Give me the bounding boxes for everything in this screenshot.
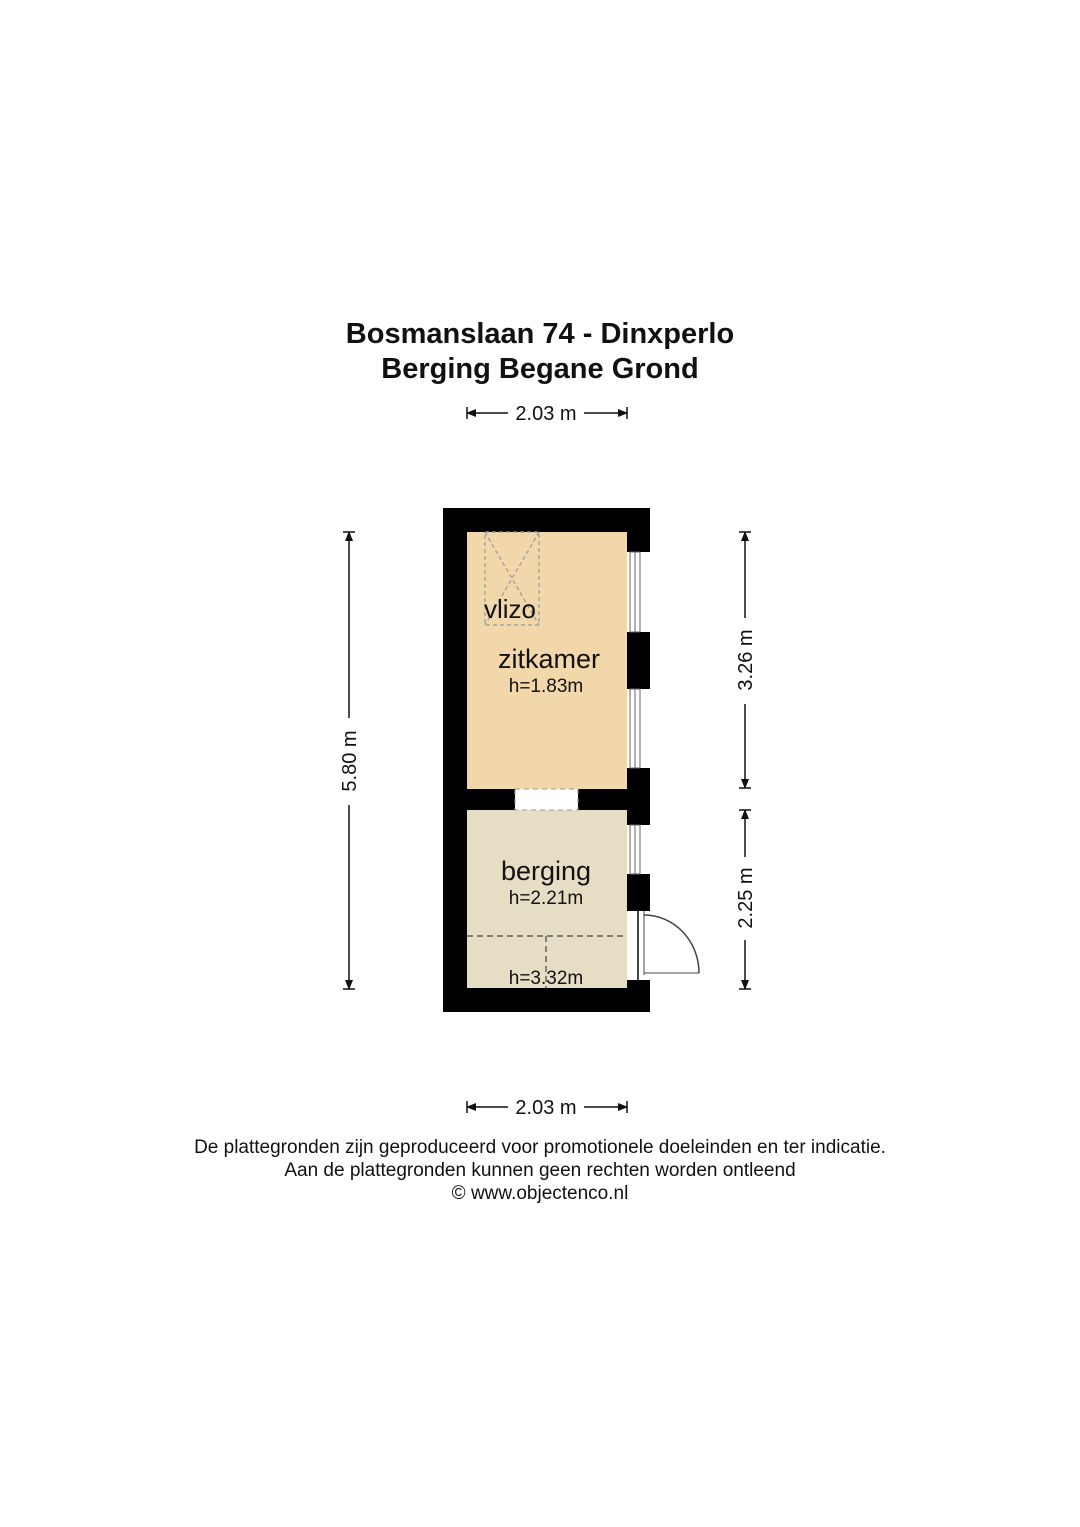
vlizo-label: vlizo [484, 594, 536, 624]
interior-doorway [514, 788, 579, 811]
copyright-link[interactable]: © www.objectenco.nl [451, 1183, 629, 1204]
vlizo-hatch [484, 531, 540, 626]
dimension-left-height: 5.80 m [339, 531, 361, 990]
dimension-right-upper: 3.26 m [735, 531, 757, 789]
exterior-door [627, 911, 700, 980]
dimension-bottom-width: 2.03 m [466, 1097, 628, 1119]
walls [443, 508, 650, 1012]
dimension-top-width: 2.03 m [466, 403, 628, 425]
disclaimer-line-2: Aan de plattegronden kunnen geen rechten… [284, 1160, 796, 1181]
berging-height-low: h=3.32m [509, 968, 583, 989]
windows [629, 551, 641, 875]
plan-title: Bosmanslaan 74 - Dinxperlo [345, 318, 735, 350]
dimension-bottom-label: 2.03 m [515, 1097, 576, 1119]
room-zitkamer [467, 532, 627, 789]
ceiling-height-line [467, 935, 624, 988]
dimension-right-upper-label: 3.26 m [735, 629, 757, 690]
dimension-right-lower-label: 2.25 m [735, 867, 757, 928]
dimension-right-lower: 2.25 m [735, 809, 757, 990]
berging-height: h=2.21m [509, 888, 583, 909]
disclaimer-line-1: De plattegronden zijn geproduceerd voor … [194, 1137, 886, 1158]
plan-subtitle: Berging Begane Grond [381, 353, 699, 385]
dimension-left-label: 5.80 m [339, 730, 361, 791]
zitkamer-name: zitkamer [498, 644, 600, 674]
room-berging [467, 810, 627, 988]
dimension-top-label: 2.03 m [515, 403, 576, 425]
zitkamer-height: h=1.83m [509, 676, 583, 697]
berging-name: berging [501, 856, 591, 886]
